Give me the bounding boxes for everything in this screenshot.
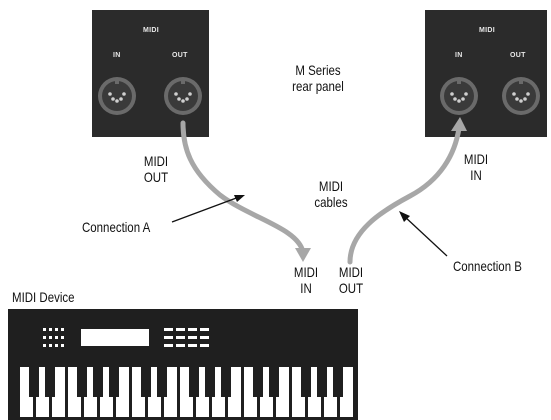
panel-caption-line-1: M Series [295,62,341,78]
right-midi-in-port [440,77,478,115]
keyboard-display [81,329,149,346]
keyboard-black-keys [29,367,343,397]
device-midi-in-label-line-1: MIDI [293,264,319,280]
right-midi-in-label-line-1: MIDI [463,151,489,167]
connection-a-label: Connection A [82,219,151,235]
right-panel-out-label: OUT [510,52,526,59]
left-panel-in-label: IN [113,52,121,59]
left-midi-in-port [98,77,136,115]
right-midi-in-label-line-2: IN [470,167,482,183]
midi-cables-label-line-2: cables [314,194,348,210]
device-midi-in-label-line-2: IN [300,280,312,296]
left-panel-out-label: OUT [172,52,188,59]
left-rear-panel [92,10,209,137]
midi-device-label: MIDI Device [12,289,75,305]
device-midi-out-label-line-2: OUT [338,280,364,296]
cable-b-arrowhead [451,117,467,131]
cable-a-arrowhead [295,248,311,262]
left-midi-out-label-line-2: OUT [143,169,169,185]
left-midi-out-label-line-1: MIDI [143,153,169,169]
connection-a-pointer-head [234,195,245,202]
left-panel-title: MIDI [143,27,159,34]
midi-cables-label-line-1: MIDI [318,178,344,194]
right-panel-title: MIDI [479,27,495,34]
keyboard-button-grid-right [164,328,209,347]
connection-b-label: Connection B [453,258,522,274]
midi-device-keyboard [8,309,358,420]
panel-caption-line-2: rear panel [292,78,344,94]
device-midi-out-label-line-1: MIDI [338,264,364,280]
connection-b-pointer-head [399,211,410,222]
right-rear-panel [425,10,547,137]
connection-a-pointer [171,196,240,223]
right-midi-out-port [502,77,540,115]
cable-connection-a [180,120,306,255]
keyboard-button-grid-left [43,328,64,347]
left-midi-out-port [164,77,202,115]
connection-b-pointer [403,215,448,257]
right-panel-in-label: IN [455,52,463,59]
cable-connection-b [347,125,462,265]
